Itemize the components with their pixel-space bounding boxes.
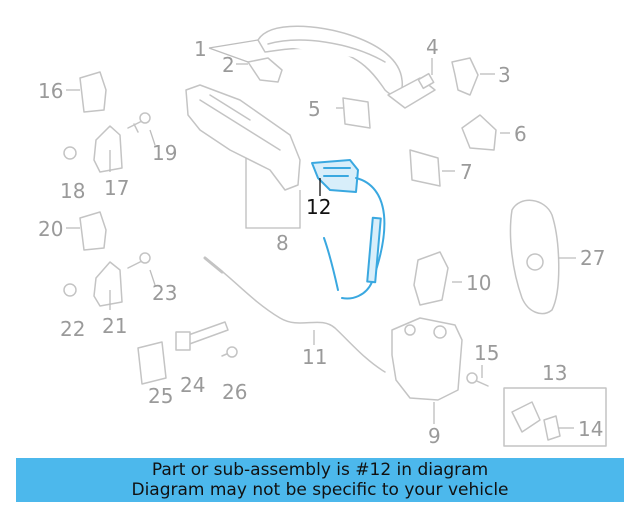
- part-22-bolt: [63, 283, 77, 297]
- callout-11: 11: [302, 345, 327, 369]
- part-25-pad: [137, 341, 167, 385]
- callout-19: 19: [152, 141, 177, 165]
- callout-7: 7: [460, 160, 473, 184]
- callout-3: 3: [498, 63, 511, 87]
- callout-2: 2: [222, 53, 235, 77]
- callout-9: 9: [428, 424, 441, 448]
- part-7-seal: [409, 149, 441, 187]
- callout-12: 12: [306, 195, 331, 219]
- callout-4: 4: [426, 35, 439, 59]
- callout-20: 20: [38, 217, 63, 241]
- callout-10: 10: [466, 271, 491, 295]
- callout-21: 21: [102, 314, 127, 338]
- part-18-bolt: [63, 146, 77, 160]
- callout-8: 8: [276, 231, 289, 255]
- banner-line-1: Part or sub-assembly is #12 in diagram: [151, 460, 489, 480]
- part-21-hinge: [93, 261, 123, 307]
- callout-5: 5: [308, 97, 321, 121]
- part-12-rod: [323, 237, 339, 291]
- part-13-plate: [511, 401, 541, 433]
- callout-26: 26: [222, 380, 247, 404]
- part-13-box: [503, 387, 607, 447]
- part-14-pad: [543, 415, 561, 441]
- part-1-handle-inner: [267, 39, 386, 63]
- callout-23: 23: [152, 281, 177, 305]
- part-9-latch: [391, 317, 463, 401]
- callout-14: 14: [578, 417, 603, 441]
- part-12-highlight: [311, 159, 386, 300]
- part-20-bracket: [79, 211, 107, 251]
- banner-line-2: Diagram may not be specific to your vehi…: [131, 480, 509, 500]
- callout-27: 27: [580, 246, 605, 270]
- callout-6: 6: [514, 122, 527, 146]
- callout-22: 22: [60, 317, 85, 341]
- part-6-bezel: [461, 114, 497, 151]
- part-12-cable: [341, 177, 386, 300]
- part-5-plate: [342, 97, 371, 129]
- callout-24: 24: [180, 373, 205, 397]
- callout-18: 18: [60, 179, 85, 203]
- callout-15: 15: [474, 341, 499, 365]
- callout-13: 13: [542, 361, 567, 385]
- part-8-frame: [185, 84, 301, 191]
- part-11-rod: [204, 257, 386, 373]
- part-10-bracket: [413, 251, 449, 306]
- callout-16: 16: [38, 79, 63, 103]
- callout-17: 17: [104, 176, 129, 200]
- callout-1: 1: [194, 37, 207, 61]
- info-banner: Part or sub-assembly is #12 in diagram D…: [16, 458, 624, 502]
- part-17-hinge: [93, 125, 123, 173]
- part-3-bracket: [451, 57, 479, 96]
- callout-25: 25: [148, 384, 173, 408]
- part-16-bracket: [79, 71, 107, 113]
- part-2-cap: [247, 57, 283, 83]
